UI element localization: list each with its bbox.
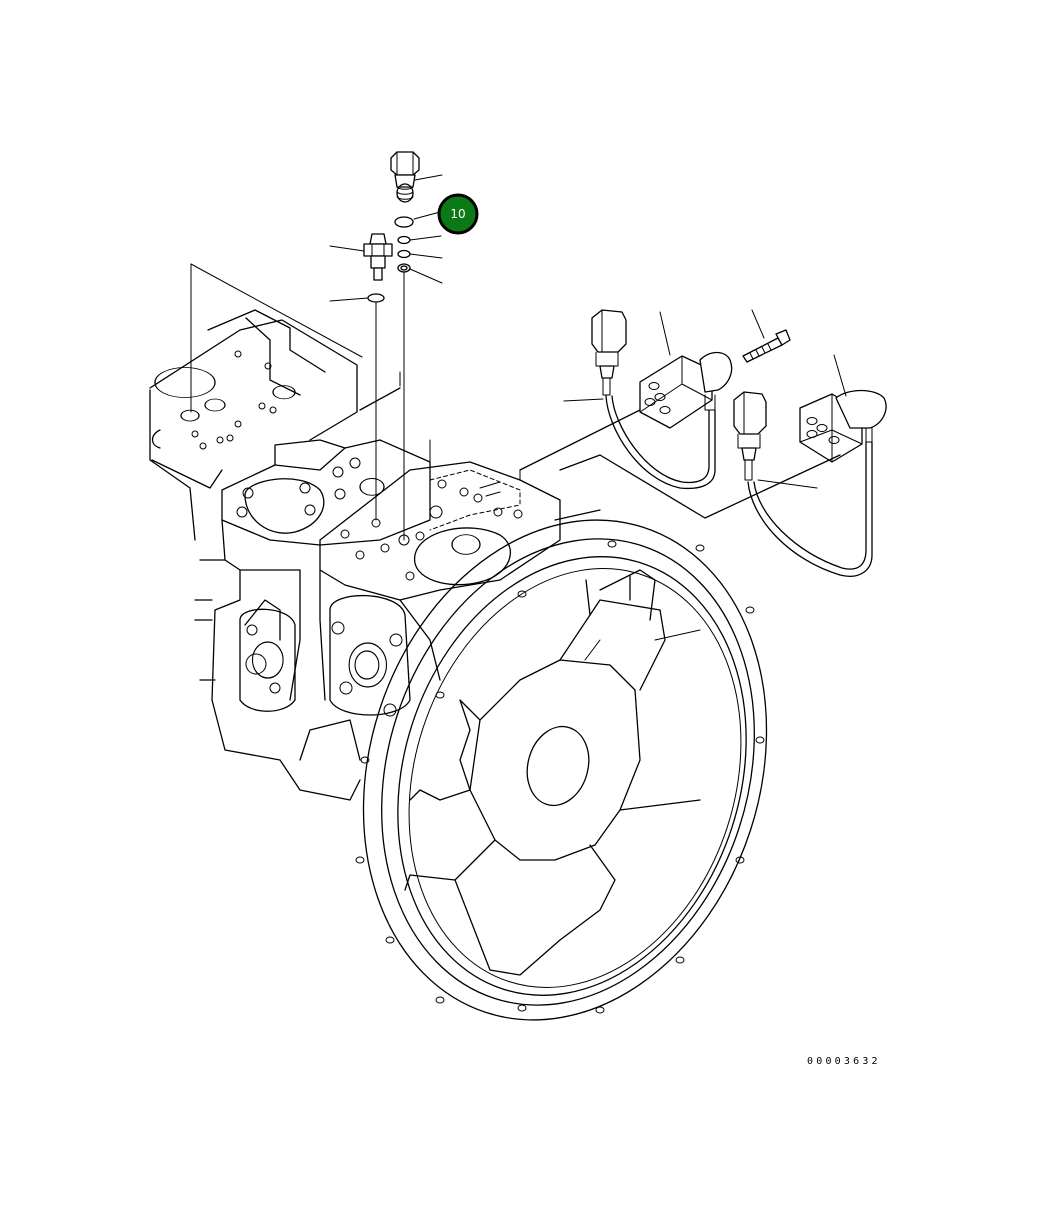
leader-line-7 bbox=[329, 297, 369, 302]
callout-circle bbox=[437, 193, 479, 235]
plug-bolt bbox=[390, 151, 420, 203]
flywheel-housing bbox=[355, 519, 768, 1021]
rim-bolt-holes bbox=[355, 540, 765, 1014]
small-o-ring bbox=[367, 293, 385, 303]
leader-line-4 bbox=[409, 253, 443, 259]
leader-line-9 bbox=[563, 398, 604, 402]
o-ring-stack bbox=[394, 216, 414, 273]
leader-line-1 bbox=[414, 174, 443, 181]
leader-line-10 bbox=[751, 309, 765, 339]
assembly-guide-lines bbox=[190, 263, 401, 387]
leader-line-8 bbox=[659, 311, 671, 356]
leader-line-2 bbox=[413, 211, 441, 220]
part-callout-10[interactable]: 10 bbox=[437, 193, 479, 235]
leader-line-6 bbox=[329, 245, 365, 252]
leader-line-12 bbox=[757, 479, 818, 489]
callout-label: 10 bbox=[450, 207, 465, 221]
bracket-guide-lines bbox=[359, 387, 841, 519]
solenoid-valve-1 bbox=[591, 309, 733, 490]
solenoid-valve-2 bbox=[733, 389, 887, 577]
pressure-sensor-plug bbox=[363, 233, 393, 281]
mounting-bolt bbox=[742, 329, 791, 363]
leader-line-3 bbox=[409, 235, 442, 241]
drawing-code: 00003632 bbox=[807, 1056, 881, 1067]
leader-line-5 bbox=[409, 268, 443, 284]
leader-line-11 bbox=[833, 354, 847, 397]
pump-housing bbox=[149, 309, 601, 801]
assembly-axis-lines bbox=[190, 263, 405, 541]
